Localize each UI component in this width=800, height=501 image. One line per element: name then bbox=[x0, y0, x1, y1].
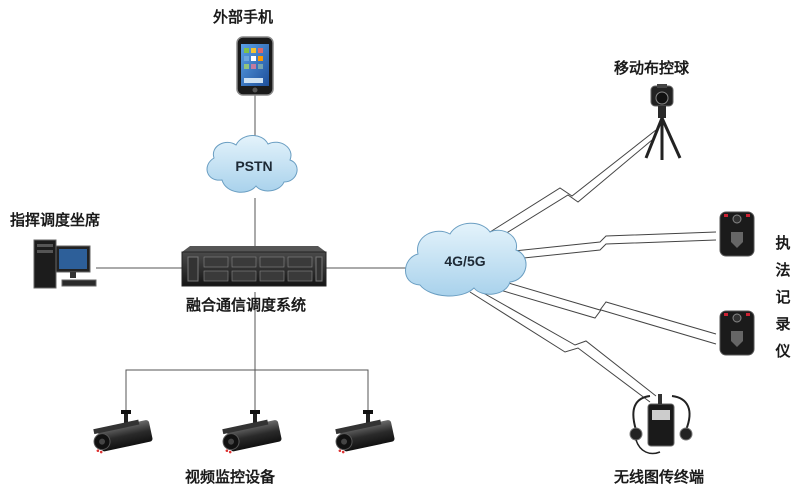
desktop-console-icon bbox=[33, 239, 97, 289]
bodycam-icon-1 bbox=[719, 211, 755, 257]
server-label: 融合通信调度系统 bbox=[186, 296, 307, 314]
cameras-label: 视频监控设备 bbox=[185, 468, 276, 486]
console-label: 指挥调度坐席 bbox=[10, 211, 101, 229]
camera-icon-3 bbox=[335, 410, 395, 454]
pstn-cloud: PSTN bbox=[206, 135, 298, 193]
ptz-camera-icon bbox=[644, 84, 682, 160]
bodycam-icon-2 bbox=[719, 310, 755, 356]
wireless-label: 无线图传终端 bbox=[614, 468, 705, 486]
camera-icon-2 bbox=[222, 410, 282, 454]
wireless-transmitter-icon bbox=[629, 394, 693, 455]
server-icon bbox=[181, 246, 327, 287]
camera-icon-1 bbox=[93, 410, 153, 454]
phone-label: 外部手机 bbox=[213, 8, 274, 26]
bodycam-group-label: 执法记录仪 bbox=[775, 234, 791, 360]
ptz-label: 移动布控球 bbox=[614, 59, 690, 77]
wireless-links bbox=[469, 129, 717, 403]
wired-links bbox=[96, 95, 410, 410]
network-label: 4G/5G bbox=[444, 253, 485, 269]
phone-icon bbox=[236, 36, 274, 96]
network-cloud: 4G/5G bbox=[405, 222, 527, 297]
pstn-label: PSTN bbox=[235, 158, 272, 174]
